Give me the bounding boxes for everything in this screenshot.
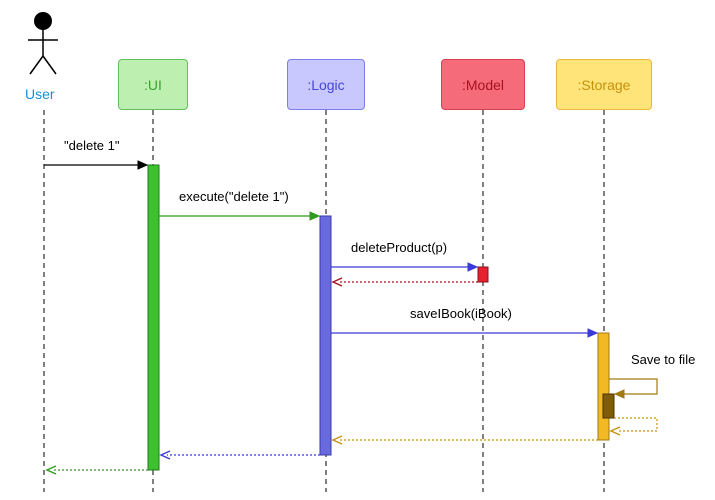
- activation-logic: [319, 215, 332, 456]
- participant-logic: :Logic: [287, 59, 365, 110]
- participant-logic-label: :Logic: [307, 76, 345, 93]
- return-storage-to-logic: [331, 435, 598, 445]
- actor-figure: [28, 12, 58, 75]
- actor-leg-left: [29, 55, 44, 75]
- message-label-execute: execute("delete 1"): [179, 189, 289, 204]
- message-label-delete-product: deleteProduct(p): [351, 240, 448, 255]
- return-logic-to-ui: [159, 450, 320, 460]
- activation-storage-self: [602, 393, 615, 419]
- actor-leg-right: [42, 55, 57, 75]
- participant-storage: :Storage: [556, 59, 652, 110]
- message-user-to-ui: [44, 160, 149, 170]
- activation-ui: [147, 164, 160, 471]
- message-logic-to-storage: [331, 328, 599, 338]
- participant-ui: :UI: [118, 59, 188, 110]
- return-storage-self: [609, 417, 658, 436]
- message-ui-to-logic: [159, 211, 321, 221]
- participant-model-label: :Model: [461, 76, 505, 93]
- actor-label-user: User: [25, 86, 55, 102]
- message-label-save-to-file: Save to file: [631, 352, 696, 367]
- activation-model: [477, 266, 489, 283]
- message-storage-self-call: [609, 378, 658, 399]
- return-model-to-logic: [331, 277, 478, 287]
- activation-storage: [597, 332, 610, 441]
- message-label-save-ibook: saveIBook(iBook): [410, 306, 512, 321]
- participant-ui-label: :UI: [144, 76, 162, 93]
- return-ui-to-user: [45, 465, 148, 475]
- actor-head: [34, 12, 52, 30]
- participant-storage-label: :Storage: [577, 76, 631, 93]
- participant-model: :Model: [441, 59, 525, 110]
- message-label-delete: "delete 1": [64, 138, 120, 153]
- message-logic-to-model: [331, 262, 479, 272]
